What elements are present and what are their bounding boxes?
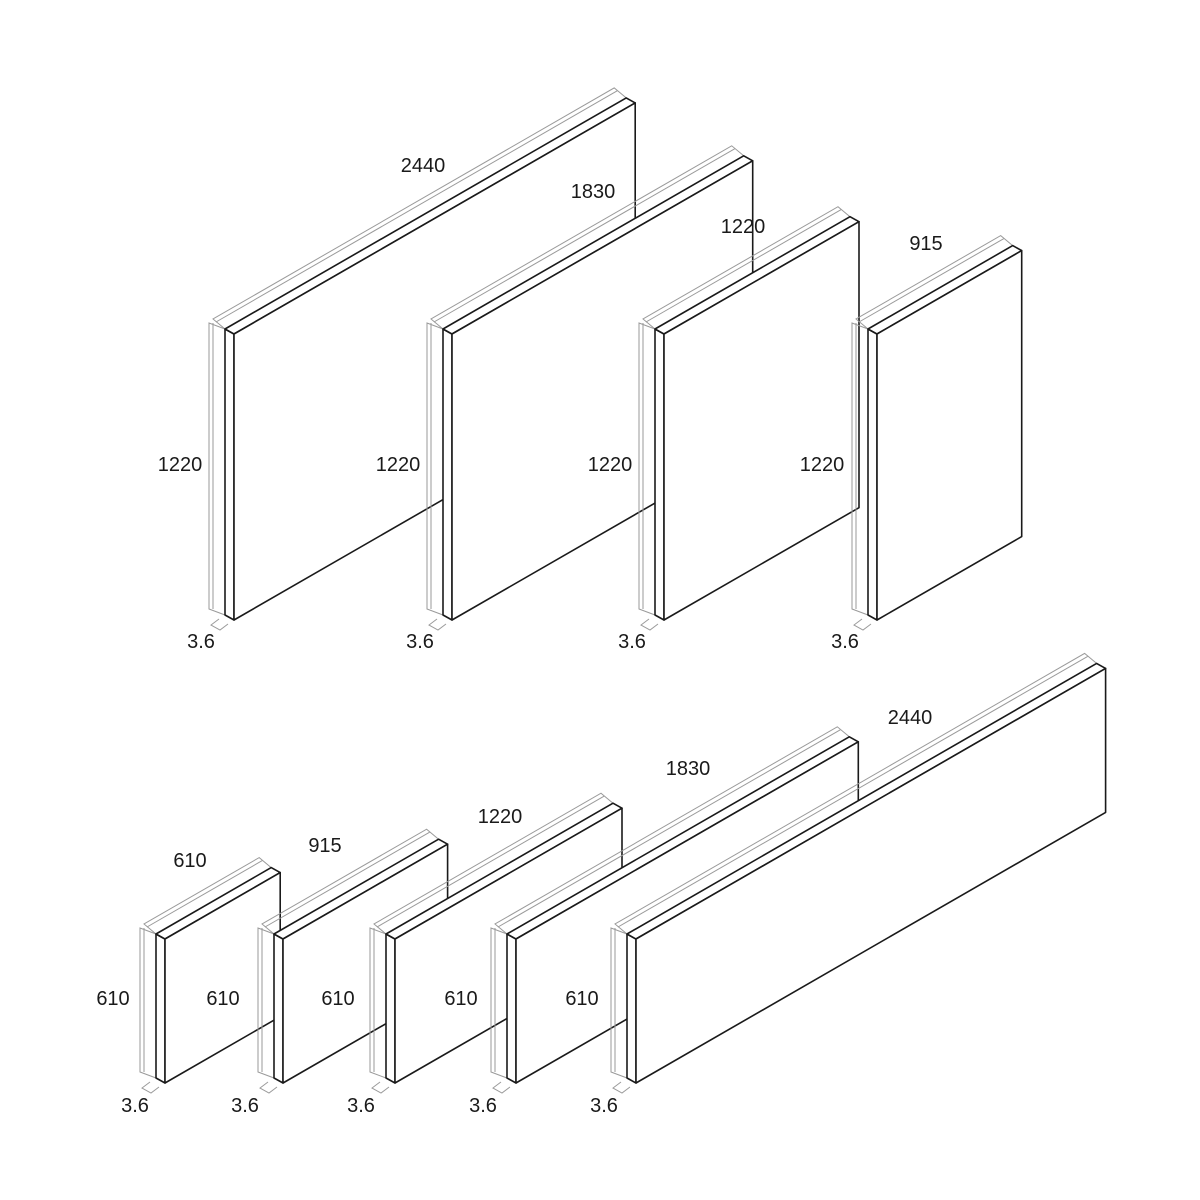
- thickness-dimension-line: [141, 1081, 160, 1094]
- height-dimension-line: [369, 927, 387, 1079]
- panel-front-face: [164, 871, 282, 1084]
- panel-edge-side: [442, 328, 453, 621]
- panel-edge-side: [155, 933, 166, 1084]
- panel-edge-side: [224, 328, 235, 621]
- length-label: 915: [909, 233, 942, 255]
- panel-bottom-2: 915 610 3.6: [206, 828, 449, 1117]
- height-label: 1220: [588, 454, 633, 476]
- height-label: 1220: [800, 454, 845, 476]
- thickness-dimension-line: [492, 1081, 511, 1094]
- length-dimension-line-inner: [433, 148, 735, 323]
- length-dimension-line: [494, 726, 850, 935]
- length-label: 1220: [478, 806, 523, 828]
- height-dimension-line: [638, 322, 656, 616]
- height-dimension-line: [490, 927, 508, 1079]
- thickness-label: 3.6: [469, 1095, 497, 1117]
- height-dimension-line: [208, 322, 226, 616]
- panel-edge-side: [385, 933, 396, 1084]
- thickness-label: 3.6: [406, 631, 434, 653]
- length-label: 2440: [888, 707, 933, 729]
- thickness-dimension-line: [612, 1081, 631, 1094]
- length-dimension-line: [855, 234, 1014, 330]
- length-dimension-line: [212, 87, 627, 330]
- height-label: 610: [444, 988, 477, 1010]
- thickness-label: 3.6: [231, 1095, 259, 1117]
- panel-edge-side: [654, 328, 665, 621]
- height-label: 610: [206, 988, 239, 1010]
- length-dimension-line-inner: [146, 860, 263, 928]
- length-dimension-line: [373, 792, 614, 935]
- panel-top-2: 1830 1220 3.6: [376, 145, 754, 653]
- panel-top-4: 915 1220 3.6: [800, 233, 1023, 653]
- panel-row-top: 2440 1220 3.6 1830 1220 3.6 1220 1220 3.6 915 1220…: [158, 87, 1023, 653]
- panel-bottom-1: 610 610 3.6: [96, 850, 282, 1117]
- height-label: 610: [565, 988, 598, 1010]
- length-dimension-line-inner: [497, 729, 841, 928]
- panel-edge-side: [273, 933, 284, 1084]
- length-label: 1220: [721, 216, 766, 238]
- thickness-dimension-line: [428, 618, 447, 631]
- length-dimension-line-inner: [617, 656, 1088, 928]
- length-label: 1830: [666, 758, 711, 780]
- height-dimension-line: [257, 927, 275, 1079]
- length-label: 2440: [401, 155, 446, 177]
- panel-top-3: 1220 1220 3.6: [588, 206, 860, 653]
- thickness-label: 3.6: [121, 1095, 149, 1117]
- length-dimension-line-inner: [376, 795, 605, 928]
- length-dimension-line: [614, 652, 1097, 935]
- panel-front-face: [451, 160, 754, 621]
- panel-front-face: [635, 667, 1107, 1084]
- length-dimension-line-inner: [215, 90, 618, 323]
- length-dimension-line-inner: [858, 238, 1004, 323]
- height-dimension-line: [610, 927, 628, 1079]
- panel-edge-side: [626, 933, 637, 1084]
- height-dimension-line: [426, 322, 444, 616]
- thickness-dimension-line: [371, 1081, 390, 1094]
- thickness-dimension-line: [853, 618, 872, 631]
- length-label: 915: [308, 835, 341, 857]
- panel-top-1: 2440 1220 3.6: [158, 87, 637, 653]
- panel-edge-side: [867, 328, 878, 621]
- thickness-label: 3.6: [618, 631, 646, 653]
- thickness-label: 3.6: [590, 1095, 618, 1117]
- length-dimension-line: [143, 856, 272, 935]
- panel-bottom-5: 2440 610 3.6: [565, 652, 1107, 1117]
- height-dimension-line: [139, 927, 157, 1079]
- height-label: 610: [96, 988, 129, 1010]
- thickness-dimension-line: [640, 618, 659, 631]
- height-label: 610: [321, 988, 354, 1010]
- thickness-label: 3.6: [187, 631, 215, 653]
- length-dimension-line: [261, 828, 439, 935]
- panel-row-bottom: 6106103.69156103.612206103.618306103.624…: [96, 652, 1107, 1117]
- length-label: 610: [173, 850, 206, 872]
- thickness-label: 3.6: [347, 1095, 375, 1117]
- height-dimension-line: [851, 322, 869, 616]
- height-label: 1220: [376, 454, 421, 476]
- length-dimension-line: [642, 206, 851, 330]
- thickness-dimension-line: [259, 1081, 278, 1094]
- panel-edge-side: [506, 933, 517, 1084]
- length-dimension-line-inner: [645, 209, 842, 323]
- panel-front-face: [876, 249, 1023, 621]
- thickness-label: 3.6: [831, 631, 859, 653]
- length-dimension-line-inner: [264, 831, 430, 928]
- height-label: 1220: [158, 454, 203, 476]
- panel-front-face: [663, 220, 860, 621]
- thickness-dimension-line: [210, 618, 229, 631]
- length-label: 1830: [571, 181, 616, 203]
- length-dimension-line: [430, 145, 745, 330]
